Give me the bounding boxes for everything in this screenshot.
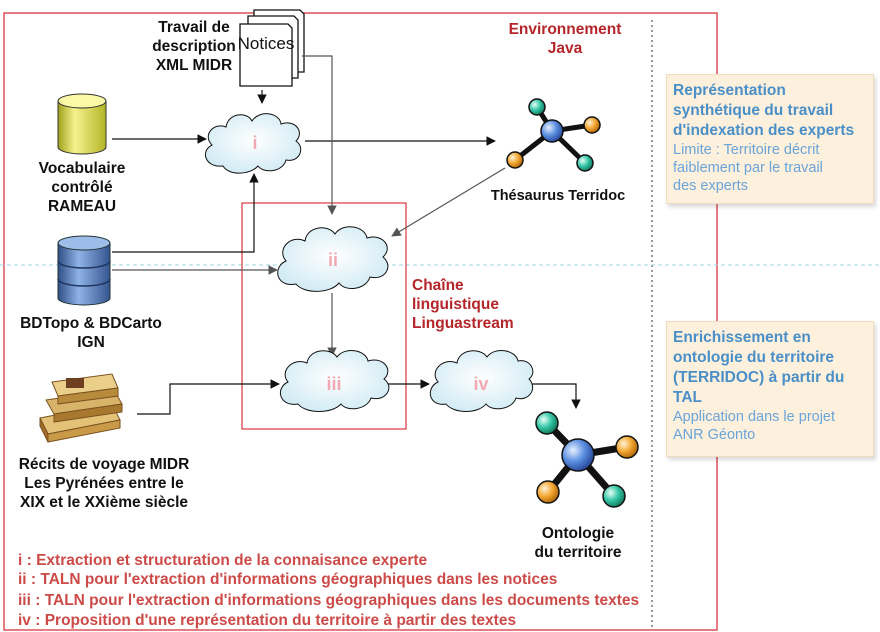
vocabulaire-line-1: Vocabulaire xyxy=(38,160,126,177)
cloud-i: i xyxy=(204,113,302,174)
travail-line-3: XML MIDR xyxy=(155,57,233,74)
rameau-database-icon xyxy=(57,93,107,155)
recits-line-3: XIX et le XXième siècle xyxy=(19,494,189,511)
arrow-notices-to-ii xyxy=(302,55,337,215)
ontologie-molecule-icon xyxy=(535,411,639,508)
legend-item-ii: ii : TALN pour l'extraction d'informatio… xyxy=(18,571,558,588)
travail-line-2: description xyxy=(152,38,236,55)
panel-bottom-title-4: TAL xyxy=(673,389,702,406)
notices-label: Notices xyxy=(238,34,295,53)
chaine-line-3: Linguastream xyxy=(412,315,514,332)
panel-bottom-title-1: Enrichissement en xyxy=(673,329,811,346)
panel-top-text-2: faiblement par le travail xyxy=(673,160,823,176)
panel-top-text-1: Limite : Territoire décrit xyxy=(673,142,820,158)
environnement-line-1: Environnement xyxy=(508,21,622,38)
recits-line-2: Les Pyrénées entre le xyxy=(24,475,184,492)
travail-line-1: Travail de xyxy=(158,19,230,36)
ontologie-line-2: du territoire xyxy=(534,544,622,561)
panel-representation: Représentation synthétique du travail d'… xyxy=(666,74,874,204)
recits-line-1: Récits de voyage MIDR xyxy=(18,456,190,473)
bdtopo-line-2: IGN xyxy=(77,334,105,351)
travail-description-label: Travail de description XML MIDR xyxy=(148,18,240,75)
panel-top-title-1: Représentation xyxy=(673,82,786,99)
cloud-ii-label: ii xyxy=(328,250,338,270)
linguastream-chain-box xyxy=(241,202,407,430)
panel-bottom-title-3: (TERRIDOC) à partir du xyxy=(673,369,845,386)
bdtopo-label: BDTopo & BDCarto IGN xyxy=(8,314,174,352)
cloud-iv: iv xyxy=(429,350,534,412)
notices-document-stack-icon xyxy=(239,9,305,87)
panel-bottom-text-2: ANR Géonto xyxy=(673,427,756,443)
cloud-iii: iii xyxy=(279,350,390,412)
books-icon xyxy=(39,373,123,443)
vocabulaire-line-3: RAMEAU xyxy=(47,198,117,215)
panel-bottom-title-2: ontologie du territoire xyxy=(673,349,835,366)
thesaurus-molecule-icon xyxy=(506,98,601,172)
legend-item-iv: iv : Proposition d'une représentation du… xyxy=(18,612,517,629)
panel-top-title-2: synthétique du travail xyxy=(673,102,834,119)
arrow-iv-to-ontologie xyxy=(515,383,581,409)
vocabulaire-label: Vocabulaire contrôlé RAMEAU xyxy=(20,159,144,216)
cloud-iv-label: iv xyxy=(473,374,488,394)
ontologie-line-1: Ontologie xyxy=(541,525,615,542)
cloud-i-label: i xyxy=(252,133,257,153)
arrow-thesaurus-to-ii xyxy=(391,167,506,237)
environnement-java-label: Environnement Java xyxy=(495,20,635,58)
vocabulaire-line-2: contrôlé xyxy=(51,179,113,196)
cloud-iii-label: iii xyxy=(326,374,341,394)
chaine-line-1: Chaîne xyxy=(412,277,464,294)
panel-bottom-text-1: Application dans le projet xyxy=(673,409,836,425)
bdtopo-line-1: BDTopo & BDCarto xyxy=(20,315,162,332)
recits-label: Récits de voyage MIDR Les Pyrénées entre… xyxy=(6,455,202,512)
legend-item-i: i : Extraction et structuration de la co… xyxy=(18,552,428,569)
environnement-line-2: Java xyxy=(547,40,583,57)
panel-top-title-3: d'indexation des experts xyxy=(673,122,855,139)
thesaurus-label: Thésaurus Terridoc xyxy=(490,188,626,204)
panel-enrichissement: Enrichissement en ontologie du territoir… xyxy=(666,321,874,457)
bdtopo-database-icon xyxy=(57,235,111,306)
connectors xyxy=(112,55,581,415)
cloud-ii: ii xyxy=(277,226,389,292)
arrow-bdtopo-to-i xyxy=(112,173,259,253)
chaine-line-2: linguistique xyxy=(412,296,499,313)
arrow-recits-to-iii xyxy=(137,379,280,415)
chaine-linguistique-label: Chaîne linguistique Linguastream xyxy=(412,276,542,333)
ontologie-label: Ontologie du territoire xyxy=(520,524,636,562)
legend-item-iii: iii : TALN pour l'extraction d'informati… xyxy=(18,592,640,609)
panel-top-text-3: des experts xyxy=(673,178,748,194)
